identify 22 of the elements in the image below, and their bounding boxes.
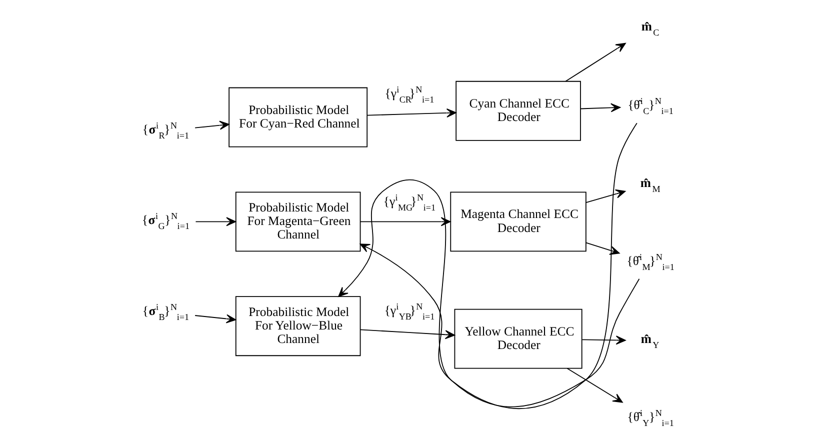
node-box: Probabilistic Model For Magenta−Green Channel — [235, 192, 361, 252]
arrow — [194, 314, 236, 324]
arrow — [566, 368, 623, 403]
arrow — [338, 179, 640, 408]
arrow — [195, 217, 236, 226]
arrow — [565, 42, 626, 82]
arrow — [586, 242, 620, 255]
arrow — [194, 120, 230, 130]
arrow — [580, 103, 621, 112]
arrow — [360, 122, 638, 410]
node-text: m̂$_{C}$ — [641, 20, 660, 38]
node-box: Yellow Channel ECC Decoder — [454, 308, 582, 369]
node-text: m̂$_{M}$ — [640, 176, 660, 194]
node-box: Magenta Channel ECC Decoder — [450, 192, 586, 252]
arrow — [582, 336, 626, 345]
arrow — [360, 329, 455, 340]
node-box: Probabilistic Model For Cyan−Red Channel — [228, 87, 368, 148]
node-box: Probabilistic Model For Yellow−Blue Channel — [235, 296, 361, 356]
node-box: Cyan Channel ECC Decoder — [456, 80, 581, 141]
arrow — [586, 189, 626, 203]
arrow — [366, 108, 456, 118]
node-text: m̂$_{Y}$ — [640, 332, 660, 350]
